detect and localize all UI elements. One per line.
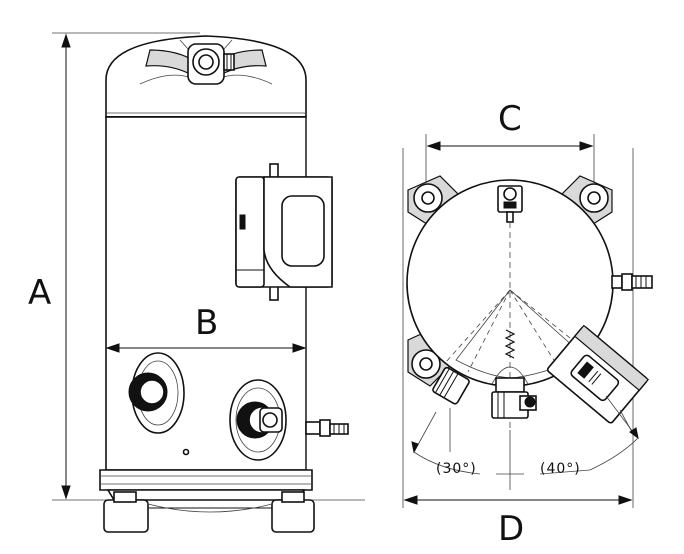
terminal-box-top [546, 324, 650, 424]
top-discharge-fitting [187, 43, 235, 85]
top-view-discharge [497, 185, 523, 223]
side-view: A [28, 32, 365, 533]
dimension-b-label: B [195, 303, 218, 343]
angle-indicators [411, 395, 639, 490]
mounting-feet-side [103, 491, 315, 533]
mounting-lugs-top [407, 175, 613, 387]
dimension-b: B [105, 303, 307, 353]
schrader-valve-top [611, 273, 653, 291]
top-view: C D [402, 99, 653, 549]
angle-left-label: (30°) [436, 461, 477, 477]
bottom-fitting-top [491, 377, 537, 419]
dimension-d: D [402, 148, 634, 549]
discharge-fitting [229, 379, 287, 461]
dimension-d-label: D [498, 509, 524, 549]
terminal-box-side [235, 163, 333, 301]
dimension-a-label: A [28, 273, 51, 313]
base-band [99, 469, 313, 491]
dimension-a: A [28, 32, 365, 501]
dimension-c-label: C [498, 99, 522, 139]
oil-port [182, 448, 190, 456]
angle-right-label: (40°) [540, 461, 581, 477]
schrader-valve-side [305, 419, 349, 437]
spring-detail [504, 329, 516, 359]
suction-fitting-top [432, 366, 470, 405]
suction-fitting [128, 352, 185, 434]
